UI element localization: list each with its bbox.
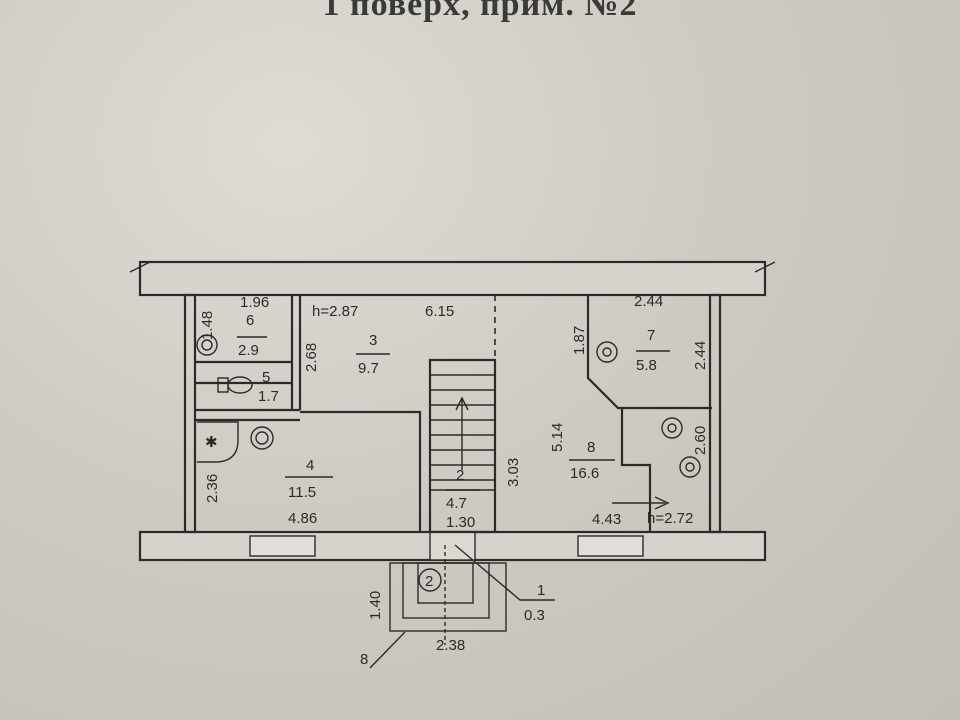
dim-2-68: 2.68 — [303, 343, 320, 372]
dim-4-43: 4.43 — [592, 511, 621, 528]
dim-2-38: 2.38 — [436, 637, 465, 654]
left-wall — [183, 293, 197, 534]
toilet-icon — [217, 376, 253, 394]
dim-1-40: 1.40 — [367, 591, 384, 620]
ceiling-height-left: h=2.87 — [312, 303, 358, 320]
room-3-area: 9.7 — [358, 360, 379, 377]
window-left — [249, 535, 316, 557]
dim-5-14: 5.14 — [549, 423, 566, 452]
room-1-number: 1 — [537, 582, 545, 599]
room-7-number: 7 — [647, 327, 655, 344]
sink-icon — [679, 456, 701, 478]
room-5-area: 1.7 — [258, 388, 279, 405]
room-6-area: 2.9 — [238, 342, 259, 359]
sink-icon — [596, 341, 618, 363]
room-8-number: 8 — [587, 439, 595, 456]
staircase — [428, 358, 497, 534]
drain-icon: ✱ — [205, 434, 218, 451]
shower-tray — [197, 421, 239, 463]
porch-number: 2 — [425, 573, 433, 590]
porch — [369, 544, 555, 669]
sink-icon — [661, 417, 683, 439]
stair-arrow-icon — [455, 396, 469, 470]
window-right — [577, 535, 644, 557]
dim-1-96: 1.96 — [240, 294, 269, 311]
room-7-area: 5.8 — [636, 357, 657, 374]
sink-icon — [196, 334, 218, 356]
dim-2-44-top: 2.44 — [634, 293, 663, 310]
room-4-area: 11.5 — [288, 484, 316, 501]
dim-1-48: 1.48 — [199, 311, 216, 340]
room-7-partition — [586, 295, 712, 410]
porch-leader-label: 8 — [360, 651, 368, 668]
room-2-number: 2 — [456, 467, 464, 484]
room-4-number: 4 — [306, 457, 314, 474]
dim-1-87: 1.87 — [571, 326, 588, 355]
room-2-area: 4.7 — [446, 495, 467, 512]
dim-2-36: 2.36 — [204, 474, 221, 503]
room-8-partition — [620, 408, 652, 532]
right-wall — [708, 293, 722, 534]
arrow-icon — [612, 496, 670, 510]
dim-2-44-side: 2.44 — [692, 341, 709, 370]
top-wall — [138, 260, 767, 297]
dim-6-15: 6.15 — [425, 303, 454, 320]
hall-partitions — [195, 410, 422, 532]
dim-2-60: 2.60 — [692, 426, 709, 455]
bathroom-partitions — [195, 295, 302, 412]
plan-title: 1 поверх, прим. №2 — [322, 0, 638, 23]
room-3-number: 3 — [369, 332, 377, 349]
sink-icon — [250, 426, 274, 450]
dim-3-03: 3.03 — [505, 458, 522, 487]
room-1-area: 0.3 — [524, 607, 545, 624]
room-8-area: 16.6 — [570, 465, 599, 482]
room-5-number: 5 — [262, 369, 270, 386]
ceiling-height-right: h=2.72 — [647, 510, 693, 527]
dim-1-30: 1.30 — [446, 514, 475, 531]
room-6-number: 6 — [246, 312, 254, 329]
dim-4-86: 4.86 — [288, 510, 317, 527]
